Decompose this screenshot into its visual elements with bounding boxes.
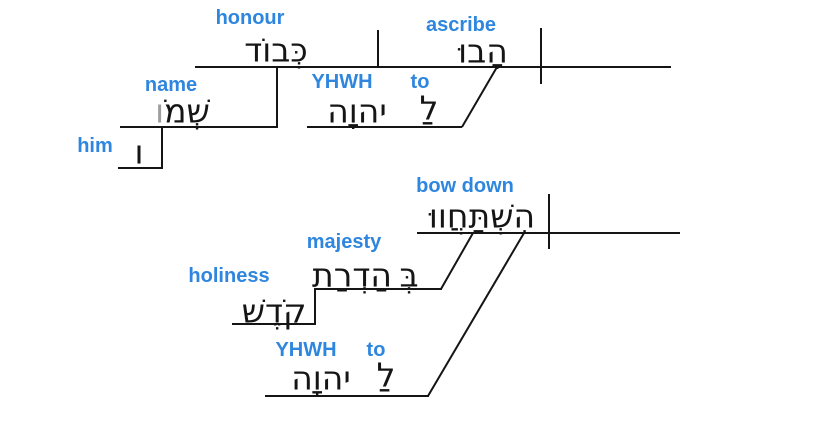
gloss-to-2: to — [366, 339, 386, 361]
hebrew-la-1: לַ — [419, 88, 439, 128]
hebrew-hishtachavu: הִשְׁתַּחֲווּ — [428, 196, 536, 236]
c1-pp-slant — [461, 66, 498, 128]
hebrew-havu: הָבוּ — [458, 31, 508, 71]
gloss-name: name — [144, 74, 198, 96]
gloss-yhwh-2: YHWH — [275, 339, 337, 361]
gloss-yhwh-1: YHWH — [311, 71, 373, 93]
gloss-holiness: holiness — [188, 265, 270, 287]
hebrew-shem-suffix-vav: ו — [155, 91, 165, 131]
hebrew-qodesh: קֹדֶשׁ — [241, 291, 307, 331]
hebrew-la-2: לַ — [376, 355, 396, 395]
gloss-majesty: majesty — [306, 231, 382, 253]
hebrew-yhwh-1: יהוָה — [327, 91, 387, 131]
hebrew-hadrat: הַדְרַת — [312, 255, 392, 295]
hebrew-vav-him: ו — [134, 132, 144, 172]
gloss-ascribe: ascribe — [425, 14, 497, 36]
c2-pp1-slant — [440, 232, 474, 290]
hebrew-shem-stem: שְׁמֹ — [164, 91, 210, 131]
c2-pp2-slant — [427, 232, 525, 397]
hebrew-shemo: שְׁמֹו — [152, 95, 210, 128]
hebrew-kavod: כְּבוֹד — [244, 30, 308, 70]
gloss-him: him — [77, 135, 113, 157]
hebrew-yhwh-2: יהוָה — [291, 358, 351, 398]
gloss-bow-down: bow down — [416, 175, 514, 197]
gloss-to-1: to — [410, 71, 430, 93]
gloss-honour: honour — [215, 7, 285, 29]
hebrew-be: בְּ — [399, 255, 419, 295]
